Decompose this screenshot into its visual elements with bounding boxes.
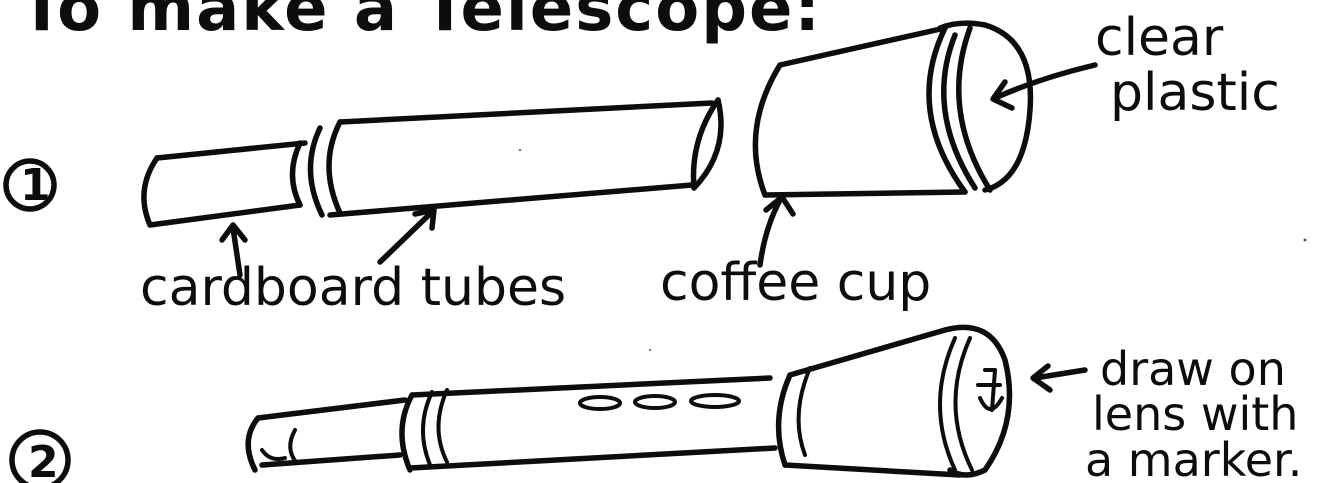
assembled-telescope	[245, 324, 1013, 478]
draw-on-lens-arrow	[1030, 363, 1088, 393]
diagram-title: To make a Telescope:	[20, 0, 822, 46]
coffee-cup-arrow	[757, 194, 796, 268]
clear-plastic-label-line2: plastic	[1110, 63, 1280, 123]
paper-speck	[648, 348, 652, 352]
draw-on-lens-label-line1: draw on	[1100, 342, 1286, 396]
clear-plastic-label-line1: clear	[1095, 8, 1224, 68]
clear-plastic-lid	[937, 20, 1034, 193]
coffee-cup	[752, 25, 968, 198]
small-cardboard-tube	[141, 140, 308, 228]
cardboard-tubes-label: cardboard tubes	[140, 258, 566, 318]
step-2-marker: 2	[9, 429, 71, 483]
draw-on-lens-label-line2: lens with	[1092, 387, 1298, 441]
coffee-cup-label: coffee cup	[660, 253, 931, 313]
clear-plastic-arrow	[990, 62, 1098, 111]
step-1-marker: 1	[3, 158, 57, 212]
large-cardboard-tube	[307, 97, 724, 218]
step-1-number: 1	[20, 160, 51, 211]
paper-speck	[1303, 238, 1307, 242]
paper-speck	[518, 148, 522, 152]
step-2-number: 2	[28, 437, 59, 483]
cardboard-tubes-arrows	[219, 207, 437, 278]
draw-on-lens-label-line3: a marker.	[1085, 433, 1302, 483]
